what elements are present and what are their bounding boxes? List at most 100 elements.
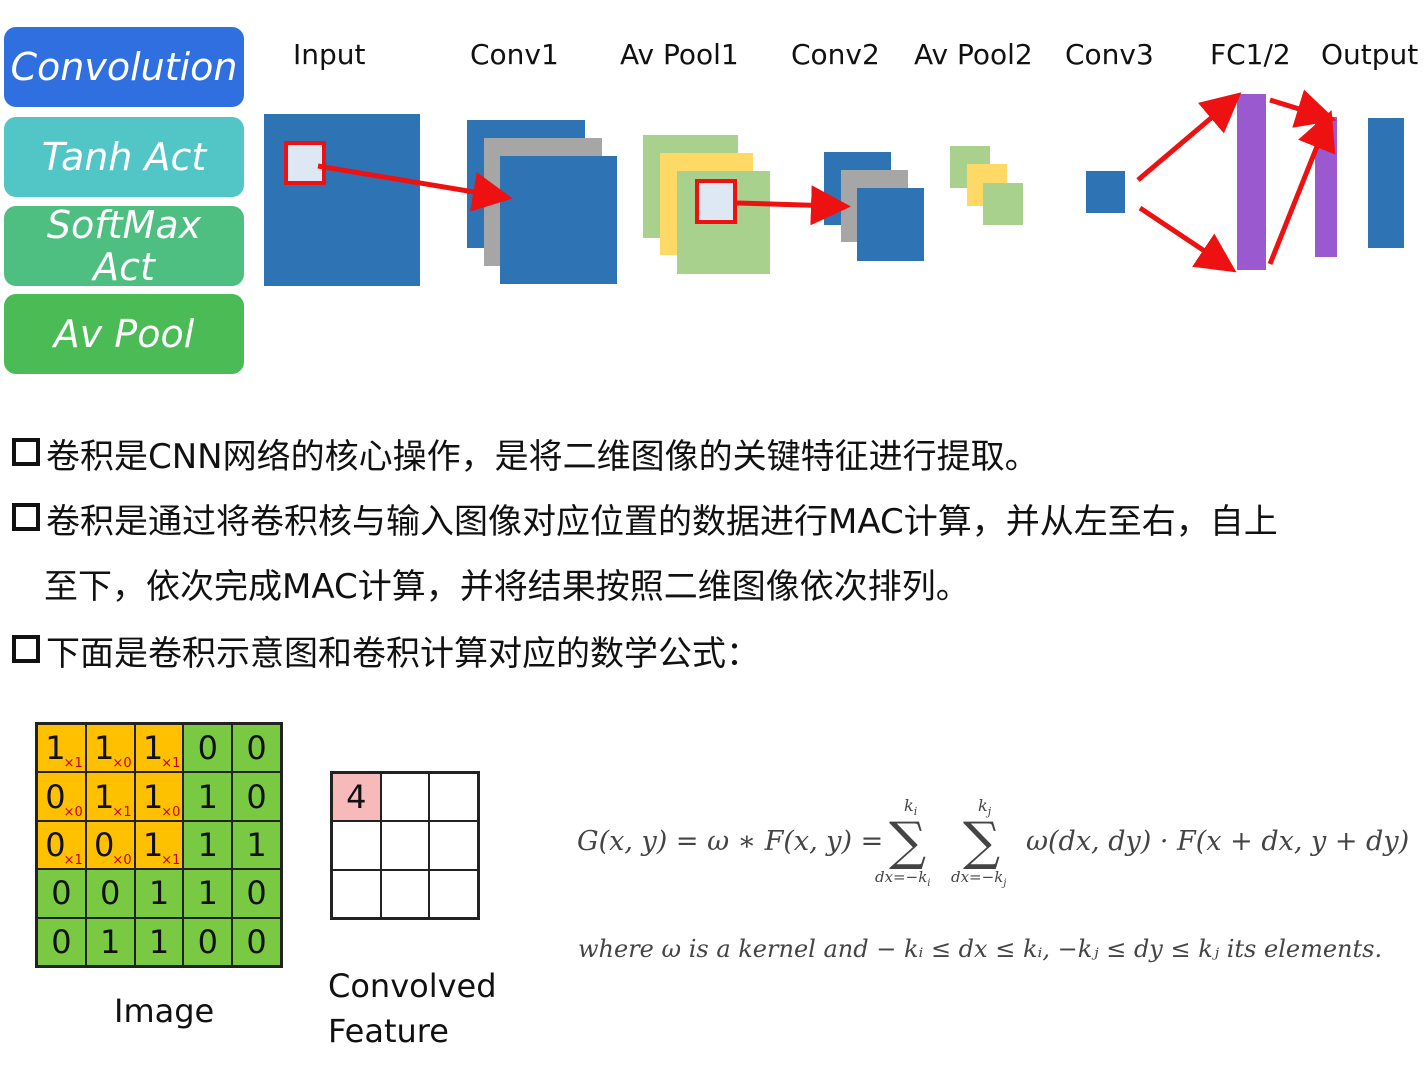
architecture-arrows — [317, 89, 1337, 273]
bullet-box-icon — [12, 503, 40, 531]
feature-caption-line1: Convolved — [328, 967, 497, 1005]
stage-label-av-pool1: Av Pool1 — [620, 38, 739, 71]
stage-label-conv2: Conv2 — [791, 38, 880, 71]
image-cell-value: 1 — [100, 922, 121, 961]
formula-sum1-bottom: dx=−ki — [875, 868, 931, 889]
formula-sum2-bottom: dx=−kj — [951, 868, 1007, 889]
image-cell: 1 — [232, 820, 281, 870]
bullet-box-icon — [12, 438, 40, 466]
feature-caption-line2: Feature — [328, 1012, 449, 1050]
arrow-pool1-to-conv2 — [736, 185, 851, 226]
feature-cell — [380, 773, 430, 822]
kernel-weight: ×1 — [161, 756, 181, 772]
feature-cell — [429, 821, 478, 870]
image-cell-value: 0 — [51, 874, 72, 913]
feature-cell — [380, 869, 430, 918]
image-cell: 0 — [232, 724, 281, 773]
feature-cell — [332, 821, 381, 870]
image-cell-kernel: 0×0 — [37, 772, 86, 821]
image-cell-value: 0 — [246, 777, 267, 816]
conv3-block — [1086, 171, 1125, 213]
bullet-1: 卷积是CNN网络的核心操作，是将二维图像的关键特征进行提取。 — [12, 437, 1039, 477]
bullet-3-text: 下面是卷积示意图和卷积计算对应的数学公式： — [46, 634, 760, 674]
pool2-map-front — [983, 183, 1023, 225]
stage-label-conv1: Conv1 — [470, 38, 559, 71]
image-cell-kernel: 1×0 — [134, 772, 184, 821]
image-cell: 0 — [232, 917, 281, 966]
formula-tail: ω(dx, dy) · F(x + dx, y + dy) — [1026, 826, 1410, 857]
feature-cell — [380, 821, 430, 870]
conv2-map-front — [857, 188, 924, 261]
bullet-2-continuation: 至下，依次完成MAC计算，并将结果按照二维图像依次排列。 — [44, 567, 970, 607]
kernel-weight: ×1 — [161, 853, 181, 869]
kernel-weight: ×0 — [161, 804, 181, 820]
image-cell-value: 0 — [197, 922, 218, 961]
image-cell-value: 1 — [142, 729, 164, 768]
image-cell-value: 1 — [197, 777, 218, 816]
stage-label-av-pool2: Av Pool2 — [914, 38, 1033, 71]
stage-label-conv3: Conv3 — [1065, 38, 1154, 71]
image-cell-value: 1 — [197, 874, 218, 913]
image-cell-value: 0 — [45, 825, 66, 864]
arrow-fc1-bottom-to-fc2 — [1267, 110, 1336, 265]
image-cell: 0 — [232, 869, 281, 918]
kernel-weight: ×1 — [63, 853, 83, 869]
stage-label-output: Output — [1321, 38, 1419, 71]
bullet-box-icon — [12, 635, 40, 663]
image-cell: 1 — [183, 869, 233, 918]
image-cell: 0 — [37, 917, 86, 966]
arrow-conv3-to-fc-top — [1136, 92, 1242, 182]
image-cell-kernel: 0×1 — [37, 820, 86, 870]
image-cell-value: 1 — [197, 825, 218, 864]
feature-cell-first: 4 — [332, 773, 381, 822]
image-cell-value: 1 — [246, 825, 267, 864]
legend-tanh-act: Tanh Act — [4, 117, 244, 197]
formula-where: where ω is a kernel and − kᵢ ≤ dx ≤ kᵢ, … — [578, 935, 1383, 963]
arrow-conv3-to-fc-bottom — [1138, 205, 1237, 273]
formula-sum2-top: kj — [978, 796, 992, 819]
feature-cell — [332, 869, 381, 918]
image-cell-value: 0 — [246, 729, 267, 768]
image-cell-kernel: 1×1 — [134, 724, 184, 773]
image-cell-value: 1 — [45, 729, 66, 768]
image-cell: 0 — [232, 772, 281, 821]
image-cell-value: 0 — [100, 874, 121, 913]
arrow-input-to-conv1 — [317, 163, 513, 212]
formula-sum1-symbol: ∑ — [889, 812, 927, 872]
image-cell-value: 0 — [246, 874, 267, 913]
image-cell-kernel: 1×1 — [37, 724, 86, 773]
image-cell-value: 0 — [45, 777, 66, 816]
legend-convolution: Convolution — [4, 27, 244, 107]
image-cell-value: 1 — [142, 777, 164, 816]
image-cell-value: 0 — [94, 825, 115, 864]
kernel-weight: ×1 — [63, 756, 83, 772]
image-cell: 1 — [183, 820, 233, 870]
bullet-3: 下面是卷积示意图和卷积计算对应的数学公式： — [12, 634, 760, 674]
output-bar — [1368, 118, 1404, 248]
formula-sum1-top: ki — [904, 796, 918, 819]
legend-softmax-act: SoftMax Act — [4, 204, 244, 288]
image-cell-value: 1 — [148, 874, 170, 913]
image-cell: 1 — [183, 772, 233, 821]
convolved-feature-grid: 4 — [330, 771, 480, 920]
image-cell: 1 — [134, 917, 184, 966]
image-cell: 0 — [183, 917, 233, 966]
formula-main: G(x, y) = ω ∗ F(x, y) = — [577, 826, 884, 857]
image-cell: 0 — [183, 724, 233, 773]
bullet-2-text: 卷积是通过将卷积核与输入图像对应位置的数据进行MAC计算，并从左至右，自上 — [46, 502, 1278, 542]
image-cell-kernel: 0×0 — [85, 820, 135, 870]
image-cell-kernel: 1×0 — [85, 724, 135, 773]
stage-label-input: Input — [293, 38, 366, 71]
kernel-weight: ×0 — [63, 804, 83, 820]
image-caption: Image — [114, 992, 215, 1030]
image-cell-value: 1 — [94, 777, 115, 816]
image-cell-value: 0 — [51, 922, 72, 961]
bullet-2: 卷积是通过将卷积核与输入图像对应位置的数据进行MAC计算，并从左至右，自上 — [12, 502, 1278, 542]
kernel-weight: ×1 — [112, 804, 132, 820]
formula-sum2-symbol: ∑ — [963, 812, 1001, 872]
image-cell: 0 — [85, 869, 135, 918]
image-cell: 1 — [85, 917, 135, 966]
kernel-weight: ×0 — [112, 853, 132, 869]
feature-cell — [429, 773, 478, 822]
